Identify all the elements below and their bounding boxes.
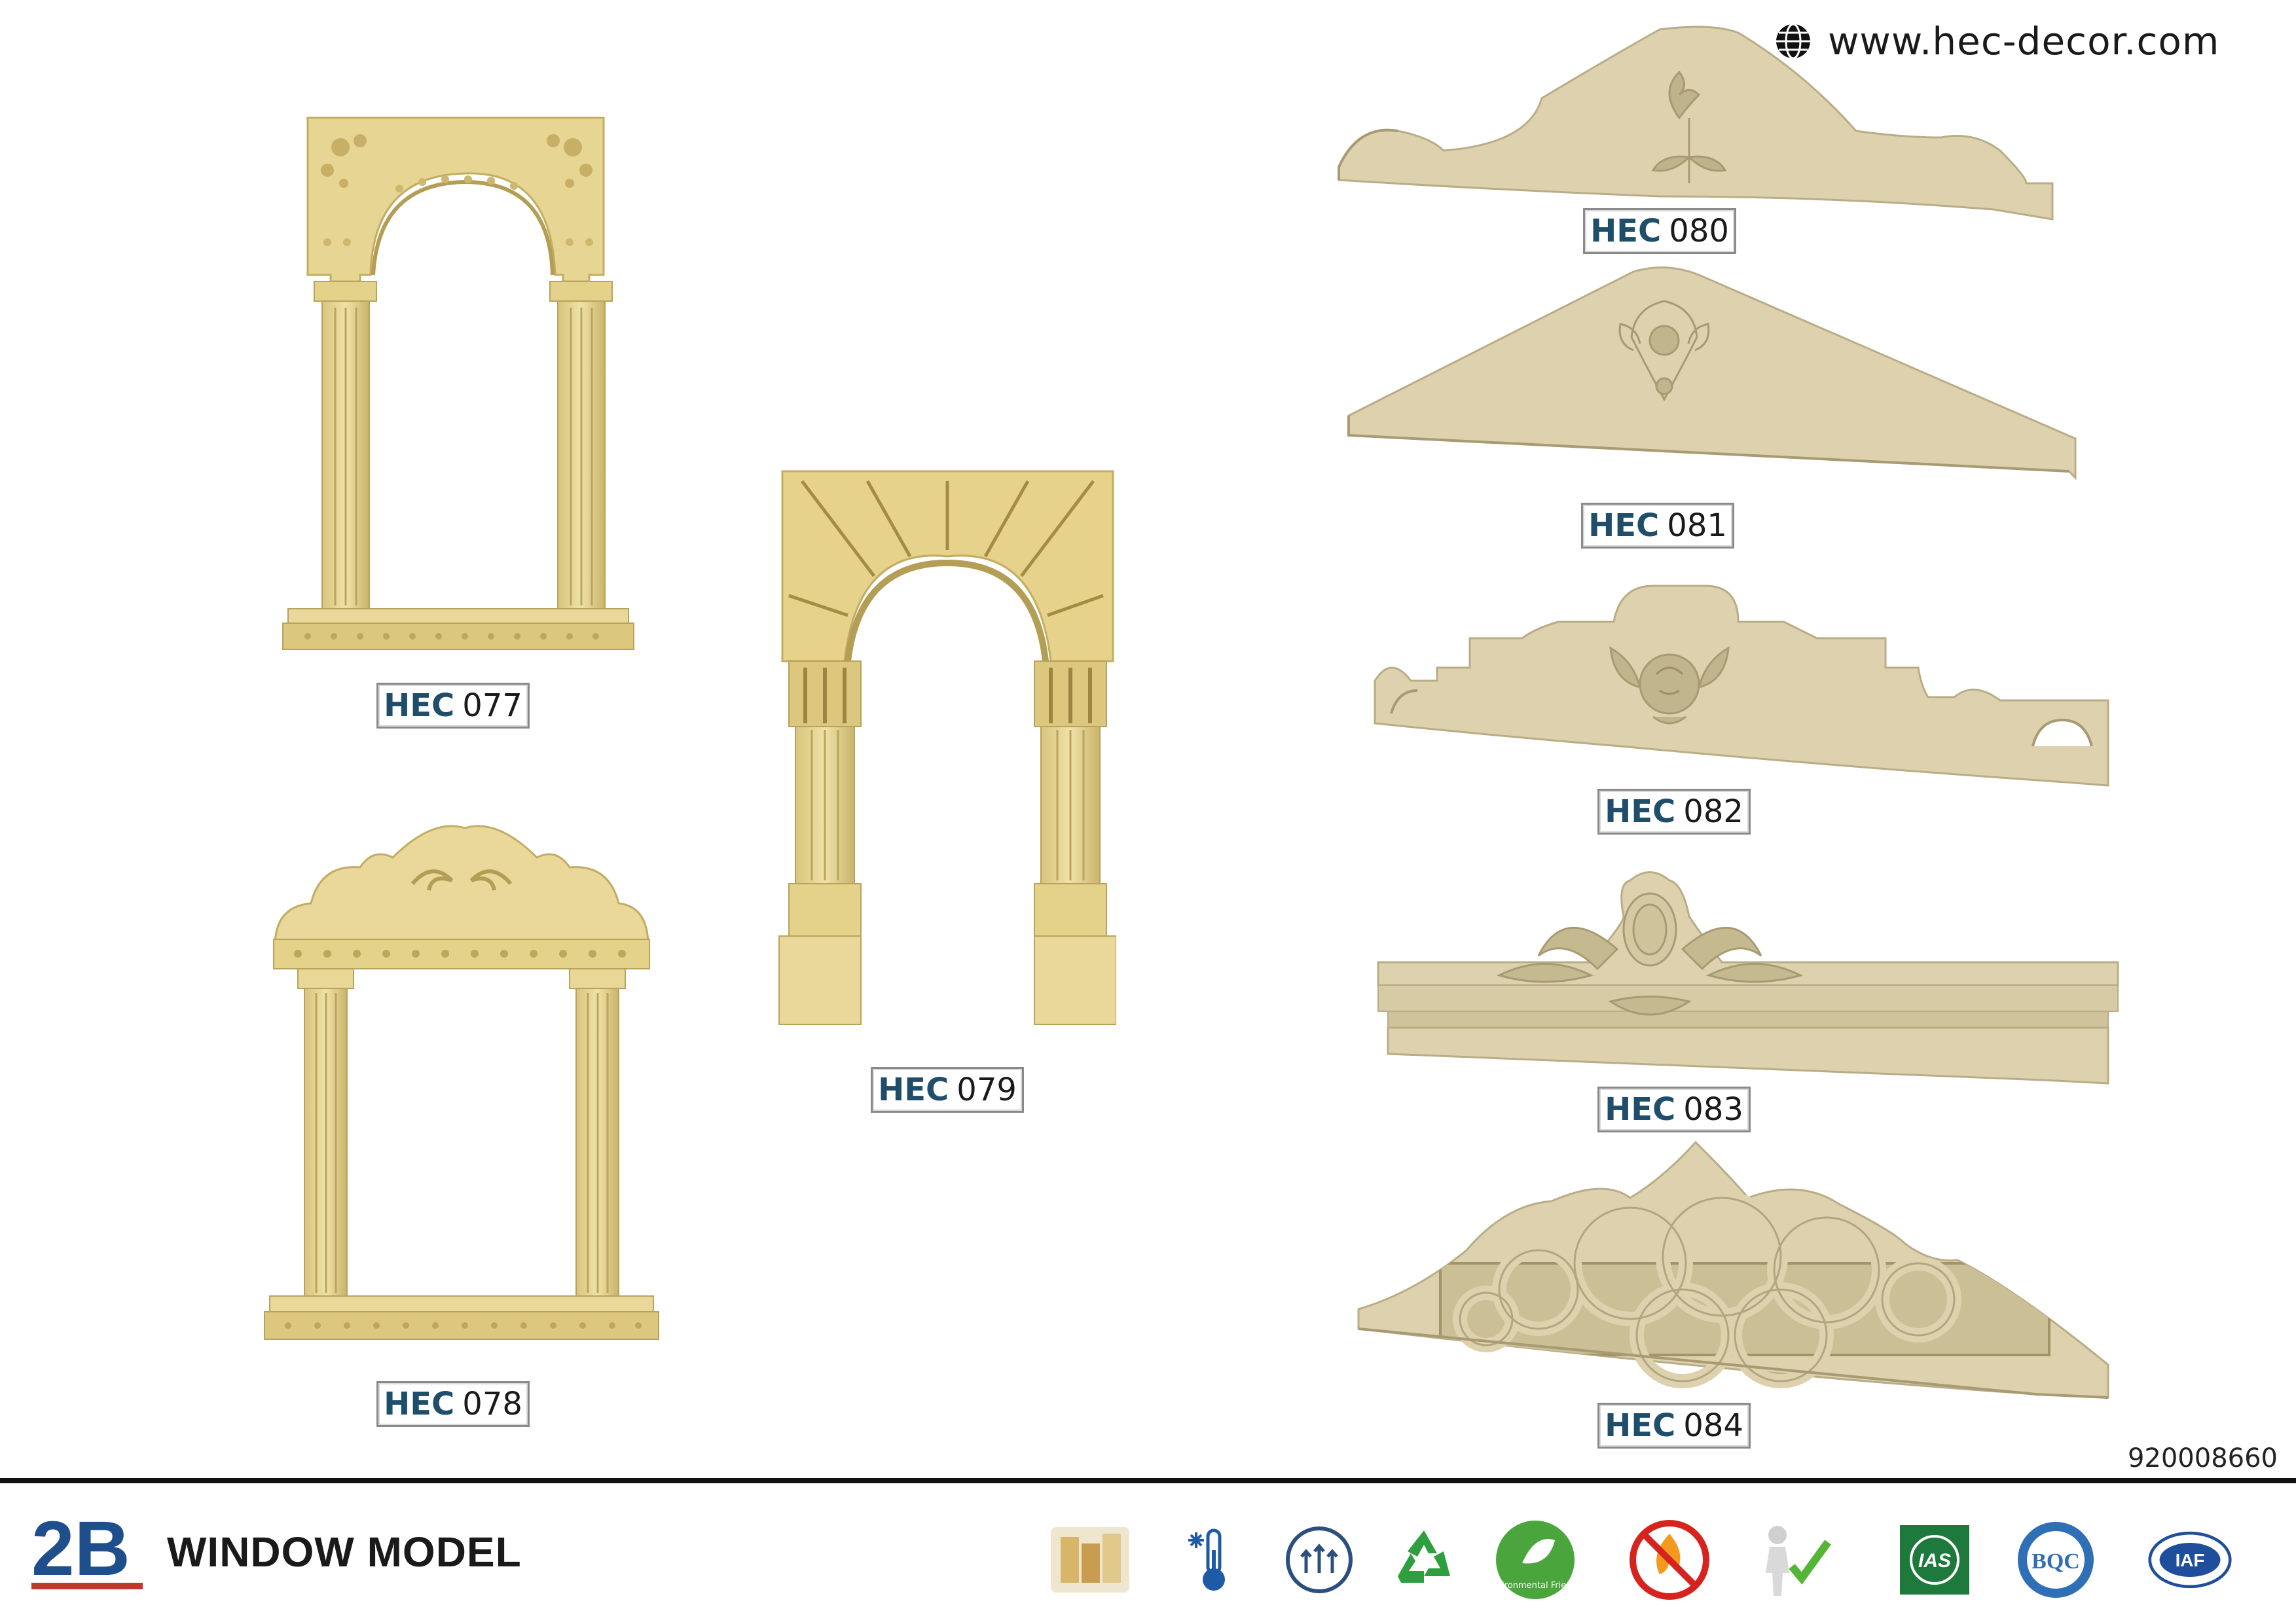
label-number: 082 xyxy=(1683,793,1743,830)
brand-logo-text: 2B xyxy=(31,1509,130,1592)
label-number: 078 xyxy=(462,1386,522,1422)
footer-title: WINDOW MODEL xyxy=(167,1528,522,1576)
person-checkmark-icon xyxy=(1766,1526,1831,1596)
label-prefix: HEC xyxy=(1590,213,1662,249)
svg-text:IAF: IAF xyxy=(2176,1550,2205,1570)
product-image-hec-080 xyxy=(1338,26,2054,221)
boc-logo-icon: BQC xyxy=(2018,1522,2094,1598)
globe-icon xyxy=(1776,23,1810,60)
recycle-badge xyxy=(1381,1521,1467,1598)
label-prefix: HEC xyxy=(1588,507,1660,544)
product-image-hec-077 xyxy=(282,117,634,650)
label-number: 077 xyxy=(462,687,522,724)
svg-text:Environmental Friendly: Environmental Friendly xyxy=(1493,1581,1578,1591)
iaf-logo-icon: IAF xyxy=(2148,1531,2232,1589)
ias-badge: IAS xyxy=(1892,1521,1977,1598)
product-image-hec-079 xyxy=(778,470,1116,1025)
svg-text:IAS: IAS xyxy=(1918,1550,1951,1572)
footer: 2B WINDOW MODEL Environment xyxy=(0,1483,2296,1624)
product-image-hec-084 xyxy=(1357,1140,2109,1399)
heat-insulation-badge xyxy=(1277,1521,1362,1598)
footer-divider xyxy=(0,1478,2296,1483)
heat-insulation-icon xyxy=(1286,1526,1353,1593)
no-fire-icon xyxy=(1630,1520,1709,1600)
label-number: 081 xyxy=(1667,507,1727,544)
label-number: 079 xyxy=(957,1072,1017,1108)
website-url: www.hec-decor.com xyxy=(1828,19,2220,63)
recycle-icon xyxy=(1398,1530,1450,1583)
label-prefix: HEC xyxy=(384,1386,455,1422)
environmental-badge: Environmental Friendly xyxy=(1493,1521,1578,1599)
product-image-hec-083 xyxy=(1377,871,2119,1085)
ias-logo-icon: IAS xyxy=(1900,1525,1969,1595)
label-number: 083 xyxy=(1683,1091,1743,1128)
label-number: 080 xyxy=(1669,213,1729,249)
label-prefix: HEC xyxy=(878,1072,949,1108)
boc-badge: BQC xyxy=(2013,1521,2098,1598)
environmental-friendly-icon: Environmental Friendly xyxy=(1493,1521,1578,1599)
approval-badge xyxy=(1751,1521,1836,1598)
product-image-hec-078 xyxy=(264,825,659,1340)
label-prefix: HEC xyxy=(384,687,455,724)
iaf-badge: IAF xyxy=(2147,1521,2232,1598)
thermometer-snowflake-icon xyxy=(1188,1528,1225,1591)
material-samples-icon xyxy=(1051,1527,1129,1593)
product-image-hec-082 xyxy=(1374,585,2109,787)
brand-logo-2b: 2B xyxy=(31,1509,143,1592)
catalog-code: 920008660 xyxy=(2127,1443,2278,1473)
label-number: 084 xyxy=(1683,1407,1743,1444)
product-image-hec-081 xyxy=(1347,266,2077,480)
website-link[interactable]: www.hec-decor.com xyxy=(1774,12,2219,71)
material-samples-badge xyxy=(1048,1521,1133,1598)
thermometer-badge xyxy=(1169,1521,1254,1598)
label-prefix: HEC xyxy=(1605,793,1676,830)
no-fire-badge xyxy=(1627,1520,1712,1600)
label-prefix: HEC xyxy=(1605,1091,1676,1128)
label-prefix: HEC xyxy=(1605,1407,1676,1444)
svg-text:BQC: BQC xyxy=(2032,1549,2080,1574)
